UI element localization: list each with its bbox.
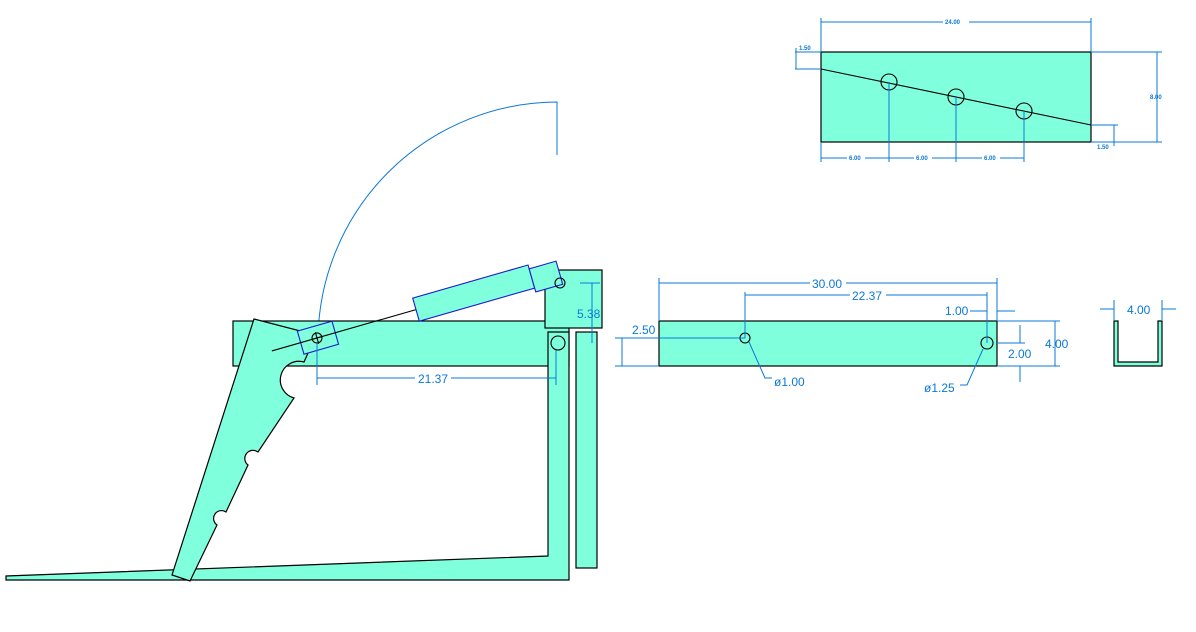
- dim-label: 22.37: [852, 289, 882, 303]
- vertical-post: [575, 331, 598, 569]
- dim-label: 21.37: [418, 372, 448, 386]
- dim-label: 24.00: [945, 20, 961, 26]
- dim-label: 6.00: [984, 156, 996, 162]
- dim-label: 6.00: [916, 156, 928, 162]
- hydraulic-cylinder: [271, 260, 564, 355]
- dimension-21-37: 21.37: [316, 344, 557, 386]
- dim-label: 2.50: [632, 323, 656, 337]
- dim-label: 2.00: [1008, 347, 1032, 361]
- base-frame: [5, 331, 570, 581]
- dim-label: 5.38: [577, 307, 601, 321]
- dim-label: 6.00: [849, 156, 861, 162]
- dim-label: 1.00: [945, 304, 969, 318]
- pivot-hole: [550, 335, 566, 351]
- dim-label: 8.00: [1150, 95, 1162, 101]
- dim-label: ø1.25: [924, 381, 955, 395]
- dim-label: 4.00: [1127, 303, 1151, 317]
- dim-label: 30.00: [812, 277, 842, 291]
- dim-label: 1.50: [1097, 145, 1109, 151]
- dimension-5-38: 5.38: [577, 282, 601, 343]
- dim-label: 4.00: [1045, 337, 1069, 351]
- main-assembly-view: 21.37 5.38: [5, 101, 603, 582]
- bar-view: 30.00 22.37 1.00 2.50 2.00 4.00 ø1.00 ø1…: [615, 276, 1069, 395]
- dim-label: ø1.00: [774, 375, 805, 389]
- dim-label: 1.50: [799, 46, 811, 52]
- plate-view: 24.00 1.50 8.00 1.50 6.00 6.00 6.00: [795, 16, 1162, 162]
- swing-arc: [317, 101, 558, 339]
- slanted-leg: [171, 318, 317, 582]
- channel-view: 4.00: [1100, 300, 1176, 367]
